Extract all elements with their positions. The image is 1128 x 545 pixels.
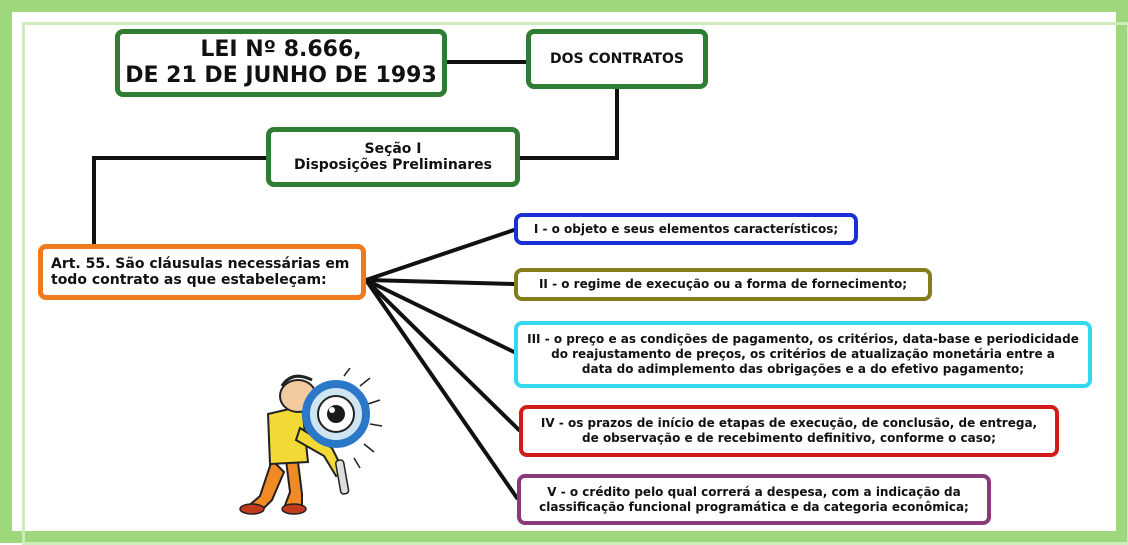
connector-article-item-2 xyxy=(364,278,516,286)
connector-chapter-section xyxy=(518,87,619,160)
clause-item-line: de observação e de recebimento definitiv… xyxy=(582,431,996,445)
clause-item-line: II - o regime de execução ou a forma de … xyxy=(538,277,908,291)
chapter-box: DOS CONTRATOS xyxy=(526,29,708,89)
clause-item-i: I - o objeto e seus elementos caracterís… xyxy=(514,213,858,245)
section-line-1: Seção I xyxy=(364,140,422,157)
clause-item-line: I - o objeto e seus elementos caracterís… xyxy=(533,221,839,236)
section-box: Seção I Disposições Preliminares xyxy=(266,127,520,187)
connector-section-article xyxy=(92,156,268,246)
clause-item-iii: III - o preço e as condições de pagament… xyxy=(514,321,1092,388)
clause-item-line: classificação funcional programática e d… xyxy=(539,499,969,514)
article-line-1: Art. 55. São cláusulas necessárias em xyxy=(51,255,350,272)
clause-item-line: data do adimplemento das obrigações e a … xyxy=(581,362,1025,376)
law-title-line-2: DE 21 DE JUNHO DE 1993 xyxy=(125,63,437,88)
section-line-2: Disposições Preliminares xyxy=(294,157,492,173)
clause-item-line: IV - os prazos de início de etapas de ex… xyxy=(540,416,1038,430)
article-line-2: todo contrato as que estabeleçam: xyxy=(51,272,327,288)
connector-article-item-4 xyxy=(364,278,521,432)
magnifying-glass-investigator-icon xyxy=(239,368,383,515)
clause-item-iv: IV - os prazos de início de etapas de ex… xyxy=(519,405,1059,457)
clause-item-line: V - o crédito pelo qual correrá a despes… xyxy=(547,484,961,499)
clause-item-line: III - o preço e as condições de pagament… xyxy=(527,332,1079,346)
law-title-box: LEI Nº 8.666, DE 21 DE JUNHO DE 1993 xyxy=(115,29,447,97)
connector-article-item-3 xyxy=(364,278,516,354)
connector-article-item-1 xyxy=(364,228,516,282)
law-title-line-1: LEI Nº 8.666, xyxy=(200,36,362,62)
clause-item-line: do reajustamento de preços, os critérios… xyxy=(551,347,1055,361)
clause-item-ii: II - o regime de execução ou a forma de … xyxy=(514,268,932,301)
clause-item-v: V - o crédito pelo qual correrá a despes… xyxy=(517,474,991,525)
article-box: Art. 55. São cláusulas necessárias em to… xyxy=(38,244,366,300)
connector-article-item-5 xyxy=(364,278,519,500)
chapter-label: DOS CONTRATOS xyxy=(550,50,684,67)
